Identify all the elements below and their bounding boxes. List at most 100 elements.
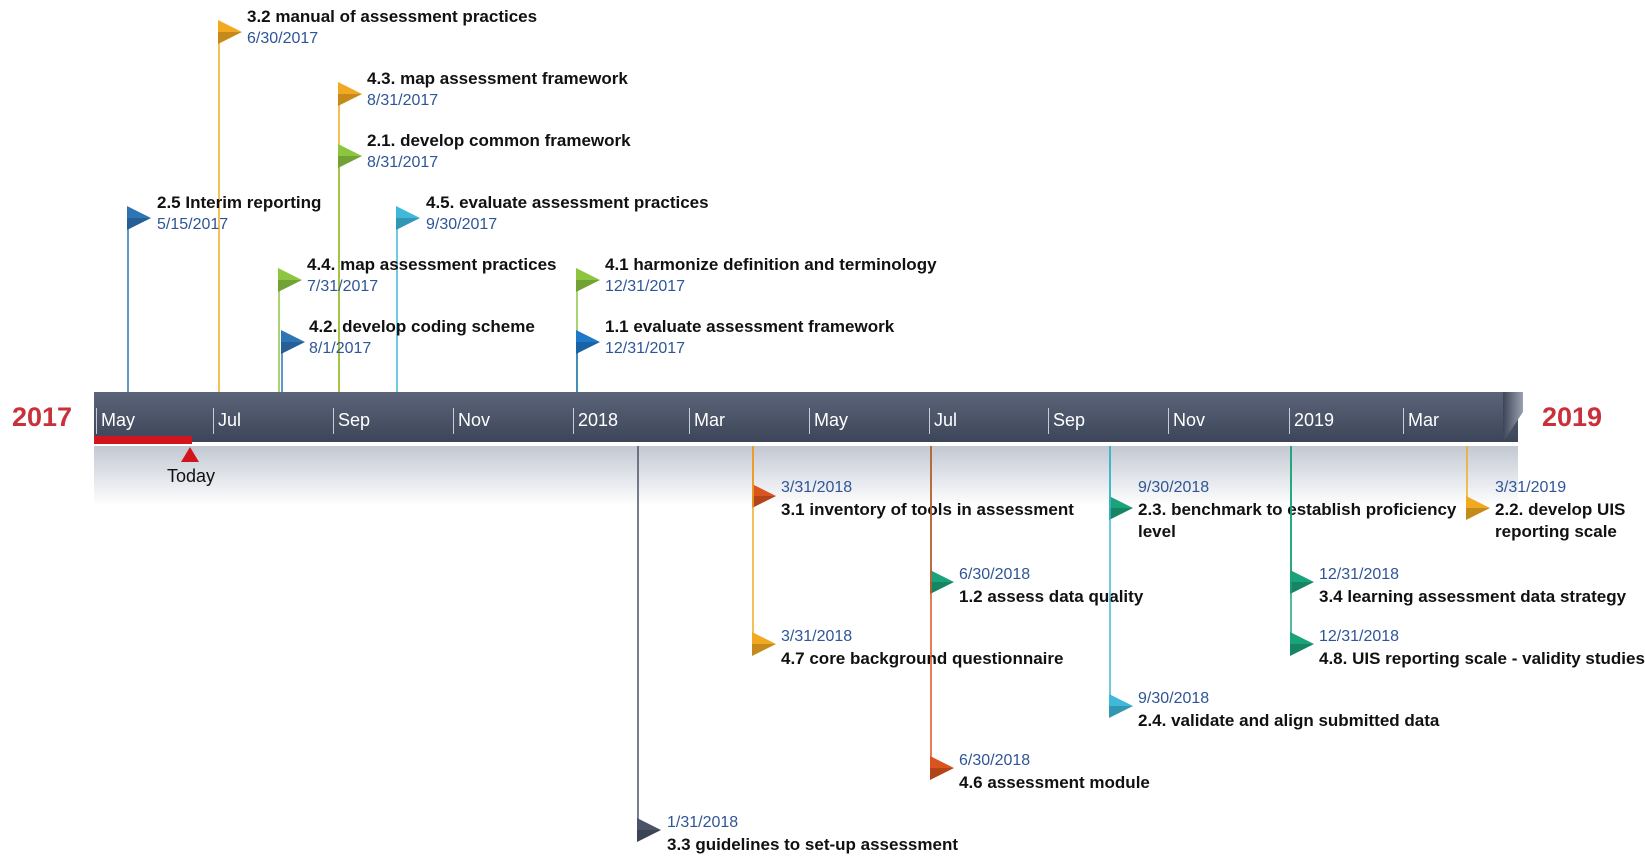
milestone-date: 6/30/2017 — [247, 30, 319, 47]
month-tick — [809, 408, 810, 434]
milestone-title: 4.7 core background questionnaire — [781, 649, 1064, 668]
milestone-date: 12/31/2018 — [1319, 566, 1400, 583]
milestone-date: 5/15/2017 — [157, 216, 229, 233]
milestone-title: 1.1 evaluate assessment framework — [605, 317, 895, 336]
month-tick — [1289, 408, 1290, 434]
milestone-title: 4.8. UIS reporting scale - validity stud… — [1319, 649, 1645, 668]
milestone-title: 2.1. develop common framework — [367, 131, 631, 150]
month-label: Mar — [1408, 410, 1439, 430]
milestone-flag-icon — [1109, 496, 1133, 520]
milestone-stem — [1466, 446, 1468, 508]
milestone-title: 2.3. benchmark to establish proficiency … — [1138, 500, 1457, 541]
milestone-stem — [752, 446, 754, 644]
milestone-label-4-1: 4.1 harmonize definition and terminology… — [605, 254, 937, 298]
milestone-flag-icon — [930, 756, 954, 780]
milestone-date: 6/30/2018 — [959, 566, 1031, 583]
milestone-flag-icon — [1290, 632, 1314, 656]
milestone-label-4-7: 3/31/2018 4.7 core background questionnai… — [781, 626, 1063, 670]
start-year: 2017 — [12, 402, 73, 432]
milestone-flag-icon — [930, 570, 954, 594]
milestone-date: 8/31/2017 — [367, 92, 439, 109]
milestone-stem — [218, 32, 220, 392]
milestone-date: 3/31/2018 — [781, 628, 853, 645]
month-label: 2019 — [1294, 410, 1335, 430]
milestone-title: 3.3 guidelines to set-up assessment — [667, 835, 958, 854]
month-label: Nov — [458, 410, 491, 430]
month-label: 2018 — [578, 410, 619, 430]
milestone-date: 7/31/2017 — [307, 278, 379, 295]
milestone-stem — [930, 446, 932, 768]
month-tick — [573, 408, 574, 434]
milestone-date: 12/31/2017 — [605, 340, 686, 357]
milestone-flag-icon — [338, 82, 362, 106]
milestone-flag-icon — [281, 330, 305, 354]
milestone-label-2-4: 9/30/2018 2.4. validate and align submitt… — [1138, 688, 1439, 732]
milestone-title: 4.4. map assessment practices — [307, 255, 557, 274]
milestone-flag-icon — [218, 20, 242, 44]
month-label: Nov — [1173, 410, 1206, 430]
milestone-date: 9/30/2018 — [1138, 690, 1210, 707]
milestone-stem — [281, 342, 283, 392]
milestone-label-4-3: 4.3. map assessment framework 8/31/2017 — [367, 68, 628, 112]
month-tick — [689, 408, 690, 434]
milestone-stem — [637, 446, 639, 830]
milestone-stem — [338, 156, 340, 392]
month-tick — [1168, 408, 1169, 434]
today-label: Today — [167, 466, 216, 486]
milestone-title: 2.2. develop UIS reporting scale — [1495, 500, 1626, 541]
milestone-flag-icon — [752, 632, 776, 656]
milestone-title: 2.4. validate and align submitted data — [1138, 711, 1440, 730]
end-year: 2019 — [1542, 402, 1603, 432]
month-label: May — [814, 410, 849, 430]
milestone-title: 4.1 harmonize definition and terminology — [605, 255, 937, 274]
month-tick — [1403, 408, 1404, 434]
milestone-flag-icon — [1290, 570, 1314, 594]
milestone-date: 6/30/2018 — [959, 752, 1031, 769]
milestone-title: 3.1 inventory of tools in assessment — [781, 500, 1074, 519]
milestone-stem — [1109, 446, 1111, 706]
milestone-date: 1/31/2018 — [667, 814, 739, 831]
milestone-date: 9/30/2018 — [1138, 479, 1210, 496]
milestone-flag-icon — [752, 484, 776, 508]
month-tick — [1048, 408, 1049, 434]
elapsed-progress-bar — [94, 436, 192, 444]
month-label: Mar — [694, 410, 725, 430]
milestone-label-2-2: 3/31/2019 2.2. develop UIS reporting scal… — [1495, 477, 1635, 543]
milestone-flag-icon — [338, 144, 362, 168]
milestone-title: 4.3. map assessment framework — [367, 69, 628, 88]
milestone-flag-icon — [396, 206, 420, 230]
milestone-date: 12/31/2017 — [605, 278, 686, 295]
milestone-stem — [1290, 446, 1292, 644]
month-label: May — [101, 410, 136, 430]
today-marker-icon — [181, 447, 199, 462]
milestone-stem — [127, 218, 129, 392]
milestone-title: 4.2. develop coding scheme — [309, 317, 535, 336]
milestone-flag-icon — [576, 330, 600, 354]
milestone-stem — [396, 218, 398, 392]
milestone-label-4-2: 4.2. develop coding scheme 8/1/2017 — [309, 316, 535, 360]
milestone-date: 8/1/2017 — [309, 340, 372, 357]
milestone-flag-icon — [1466, 496, 1490, 520]
month-tick — [213, 408, 214, 434]
milestone-date: 3/31/2018 — [781, 479, 853, 496]
milestone-flag-icon — [127, 206, 151, 230]
milestone-date: 3/31/2019 — [1495, 479, 1567, 496]
milestone-flag-icon — [637, 818, 661, 842]
timeline-band-shadow — [94, 446, 1518, 506]
milestone-title: 4.5. evaluate assessment practices — [426, 193, 709, 212]
month-tick — [929, 408, 930, 434]
milestone-flag-icon — [278, 268, 302, 292]
milestone-label-4-4: 4.4. map assessment practices 7/31/2017 — [307, 254, 556, 298]
month-tick — [96, 408, 97, 434]
milestone-label-1-1: 1.1 evaluate assessment framework 12/31/2… — [605, 316, 894, 360]
milestone-date: 8/31/2017 — [367, 154, 439, 171]
milestone-flag-icon — [576, 268, 600, 292]
milestone-title: 2.5 Interim reporting — [157, 193, 322, 212]
milestone-stem — [576, 342, 578, 392]
milestone-label-2-5: 2.5 Interim reporting 5/15/2017 — [157, 192, 321, 236]
